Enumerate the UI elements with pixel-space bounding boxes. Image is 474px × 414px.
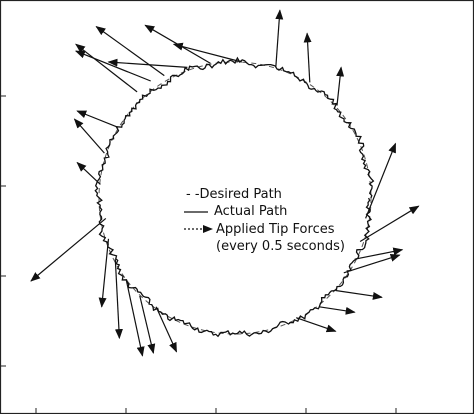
tip-force-arrow-10 xyxy=(76,110,119,128)
legend-note-label: (every 0.5 seconds) xyxy=(216,239,345,254)
tip-force-arrow-14 xyxy=(98,238,110,308)
tip-force-arrow-21 xyxy=(354,247,404,260)
tip-force-arrow-12 xyxy=(76,161,101,185)
tip-force-arrow-6 xyxy=(172,42,242,63)
tip-force-arrow-24 xyxy=(319,306,356,315)
tip-force-arrows xyxy=(30,9,420,357)
legend-actual-label: Actual Path xyxy=(214,204,287,219)
actual-path xyxy=(94,56,375,338)
legend: - -Desired Path Actual Path Applied Tip … xyxy=(184,187,345,254)
tip-force-arrow-25 xyxy=(296,317,337,333)
tip-force-arrow-11 xyxy=(73,118,105,154)
tip-force-arrow-3 xyxy=(95,26,165,77)
tip-force-arrow-9 xyxy=(336,66,345,106)
tip-force-arrow-16 xyxy=(125,279,145,357)
tip-force-arrow-1 xyxy=(75,43,138,93)
tip-force-arrow-5 xyxy=(144,24,211,64)
legend-forces-label: Applied Tip Forces xyxy=(216,222,335,237)
tip-force-arrow-23 xyxy=(335,289,383,300)
legend-desired-label: - -Desired Path xyxy=(186,187,282,202)
tip-force-arrow-19 xyxy=(365,142,397,219)
tip-force-arrow-20 xyxy=(359,205,420,243)
actual-path-layer xyxy=(94,56,375,338)
tip-force-arrow-2 xyxy=(74,50,151,82)
tip-force-arrow-17 xyxy=(139,295,156,354)
tip-force-arrow-15 xyxy=(114,259,123,340)
tip-force-arrow-4 xyxy=(107,58,188,68)
tip-force-arrow-18 xyxy=(155,306,178,353)
tip-force-arrow-7 xyxy=(275,9,284,68)
tip-force-arrow-13 xyxy=(30,217,107,282)
tip-force-arrow-8 xyxy=(303,32,312,83)
tip-force-arrow-22 xyxy=(343,254,401,274)
